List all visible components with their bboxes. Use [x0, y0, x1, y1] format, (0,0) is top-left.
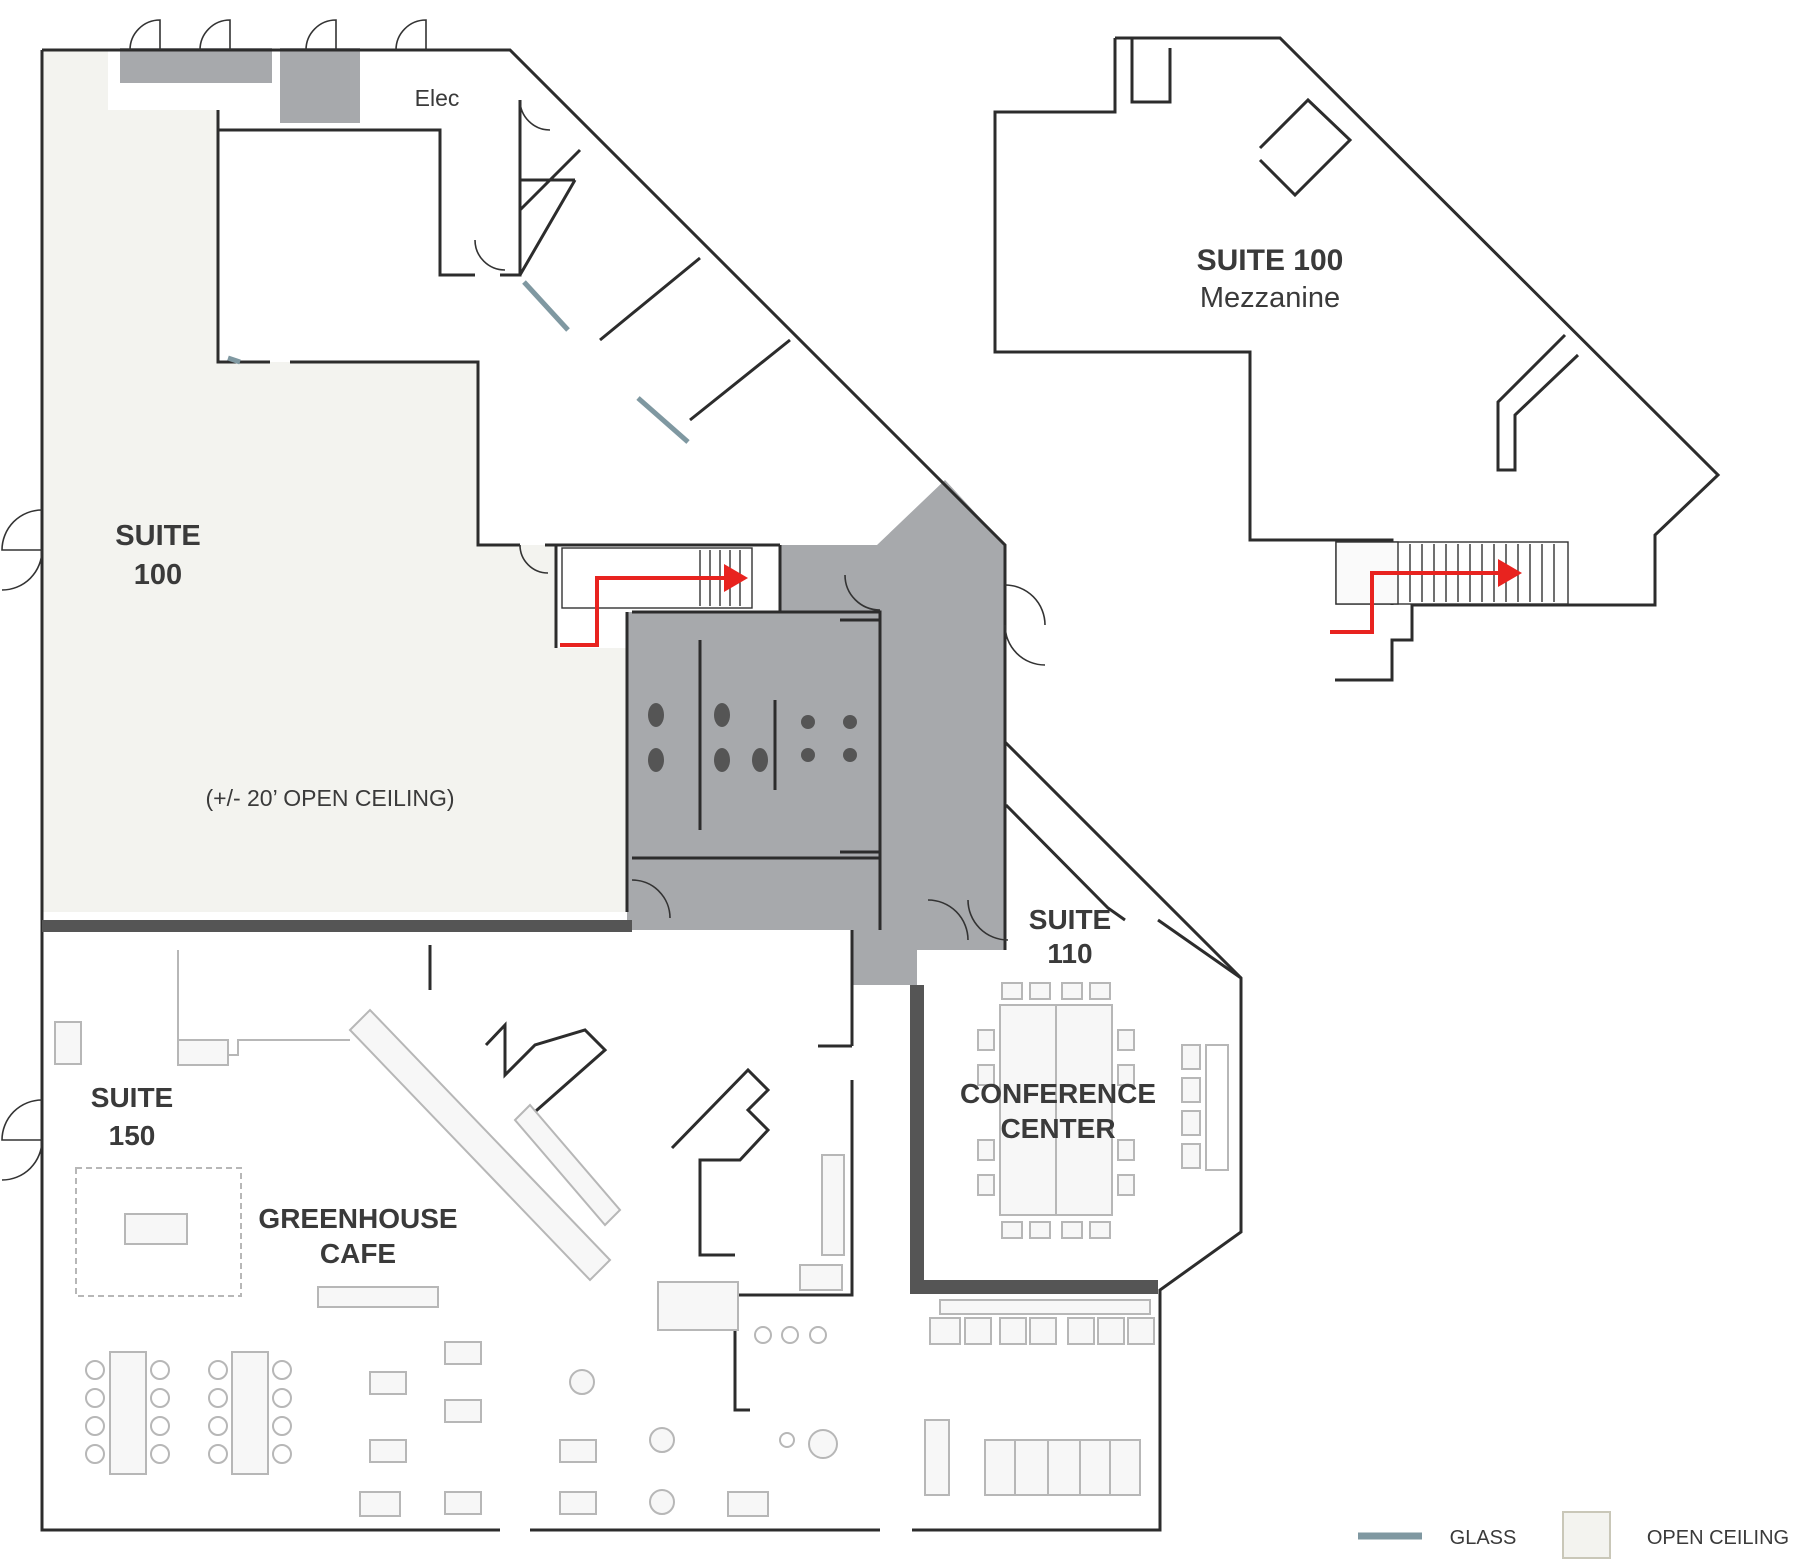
shaft-room — [120, 48, 272, 83]
route-arrow-main — [560, 576, 730, 647]
doors — [1, 19, 1046, 1181]
suite110-label-line1: SUITE — [1029, 904, 1111, 935]
suite100-inner-walls — [216, 100, 791, 912]
route-arrowhead-main — [724, 564, 748, 592]
suite110-walls — [1003, 742, 1242, 980]
demising-wall-100-150 — [42, 920, 632, 932]
suite110-label-line2: 110 — [1047, 938, 1092, 969]
legend-open-ceiling-swatch — [1562, 1511, 1611, 1559]
legend-open-ceiling-label: OPEN CEILING — [1647, 1527, 1789, 1549]
route-arrowhead-mezzanine — [1498, 559, 1522, 587]
cafe-label-line2: CAFE — [320, 1238, 396, 1269]
suite100-label-line1: SUITE — [115, 520, 200, 552]
mezzanine-inner-walls — [1130, 38, 1580, 472]
elec-room-label: Elec — [415, 85, 460, 111]
suite100-label-line2: 100 — [134, 559, 182, 591]
restroom-fixtures — [648, 703, 857, 772]
open-ceiling-note: (+/- 20’ OPEN CEILING) — [205, 785, 454, 811]
conference-center-label-line1: CONFERENCE — [960, 1078, 1156, 1109]
long-table-right — [924, 1419, 1141, 1496]
outer-wall-mezzanine — [993, 36, 1721, 682]
suite150-table-group — [75, 1167, 242, 1297]
mezzanine-subtitle: Mezzanine — [1200, 282, 1340, 314]
stair-room — [280, 48, 360, 123]
suite150-long-tables — [85, 1351, 292, 1475]
cafe-small-tables — [317, 1286, 838, 1517]
cafe-counter — [177, 950, 622, 1282]
glass-walls — [227, 280, 690, 444]
bar-counter — [929, 1299, 1155, 1345]
core-restroom-area — [627, 480, 1005, 985]
suite150-label-line1: SUITE — [91, 1082, 173, 1113]
legend-glass-label: GLASS — [1450, 1527, 1517, 1549]
conference-center-label-line2: CENTER — [1000, 1113, 1115, 1144]
open-ceiling-area — [42, 50, 627, 912]
cafe-label-line1: GREENHOUSE — [258, 1203, 457, 1234]
route-arrow-mezzanine — [1330, 571, 1505, 634]
mezzanine-title: SUITE 100 — [1197, 244, 1344, 277]
suite150-label-line2: 150 — [109, 1120, 156, 1151]
core-inner-walls — [632, 545, 1007, 950]
conference-table — [977, 982, 1229, 1239]
cafe-kitchen-fixtures — [54, 1021, 845, 1344]
